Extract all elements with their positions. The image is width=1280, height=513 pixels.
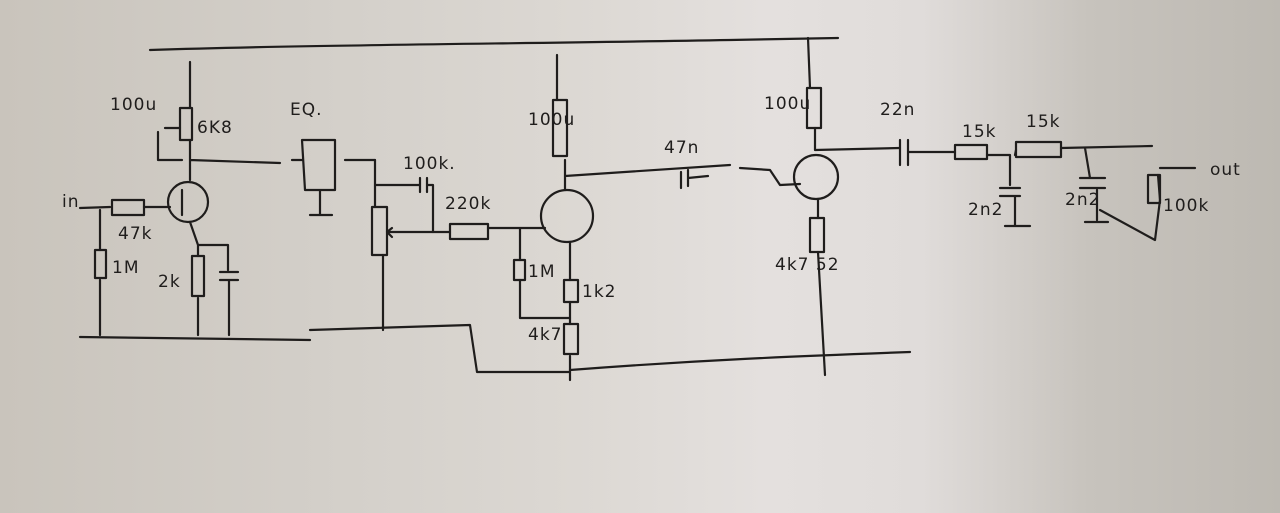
drain-resistor-stage2 <box>551 98 569 158</box>
jfet-stage1 <box>166 180 210 224</box>
wire <box>180 60 282 337</box>
volume-potentiometer <box>1146 173 1162 205</box>
filter-resistor-2 <box>1014 140 1063 159</box>
jfet-stage3 <box>792 153 840 201</box>
wire <box>486 226 572 320</box>
label-coupling-cap: 47n <box>664 138 700 158</box>
coupling-capacitor-47n <box>679 166 802 190</box>
label-source-res: 2k <box>158 272 181 292</box>
source-resistor-2k <box>190 254 206 298</box>
wire <box>806 36 902 377</box>
input-label: in <box>62 192 80 212</box>
label-stage3-source: 4k7 52 <box>775 255 840 275</box>
label-gate-res: 47k <box>118 224 153 244</box>
filter-resistor-1 <box>953 143 989 161</box>
label-source-1k2: 1k2 <box>582 282 617 302</box>
output-capacitor-22n <box>898 138 957 167</box>
wire <box>985 148 1032 228</box>
pulldown-resistor-1m <box>93 248 108 280</box>
ground-rail-right <box>568 350 912 372</box>
label-drain-cap: 100u <box>110 95 158 115</box>
output-label: out <box>1210 160 1241 180</box>
gate-resistor-1m <box>512 258 527 282</box>
label-source-4k7: 4k7 <box>528 325 563 345</box>
drain-resistor-stage3 <box>805 86 823 130</box>
series-resistor-220k <box>448 222 490 241</box>
label-filter-c1: 2n2 <box>968 200 1004 220</box>
ground-rail-mid <box>308 323 572 374</box>
label-output-cap: 22n <box>880 100 916 120</box>
source-resistor-stage3 <box>808 216 826 254</box>
eq-potentiometer <box>370 205 389 257</box>
label-pot: 100k. <box>403 154 456 174</box>
label-drain-res: 6K8 <box>197 118 233 138</box>
drain-trim <box>156 126 184 162</box>
label-pulldown: 1M <box>112 258 140 278</box>
source-resistor-4k7 <box>562 322 580 356</box>
drain-resistor-6k8 <box>178 106 194 142</box>
label-filter-c2: 2n2 <box>1065 190 1101 210</box>
wire <box>98 205 172 337</box>
label-filter-r2: 15k <box>1026 112 1061 132</box>
gate-resistor-47k <box>110 198 146 217</box>
label-eq: EQ. <box>290 100 323 120</box>
wire <box>1059 144 1162 242</box>
wire <box>373 158 452 332</box>
jfet-stage2 <box>539 188 595 244</box>
wire <box>555 53 732 382</box>
label-filter-r1: 15k <box>962 122 997 142</box>
label-stage2-drain-cap: 100u <box>528 110 576 130</box>
eq-block <box>290 138 377 217</box>
source-resistor-1k2 <box>562 278 580 304</box>
pot-wiper <box>385 226 435 239</box>
ground-rail-left <box>78 335 312 342</box>
label-volume-pot: 100k <box>1163 196 1210 216</box>
supply-rail <box>148 36 840 52</box>
input-wire <box>78 205 112 210</box>
label-stage3-drain-cap: 100u <box>764 94 812 114</box>
label-series-res: 220k <box>445 194 492 214</box>
label-gate-1m: 1M <box>528 262 556 282</box>
